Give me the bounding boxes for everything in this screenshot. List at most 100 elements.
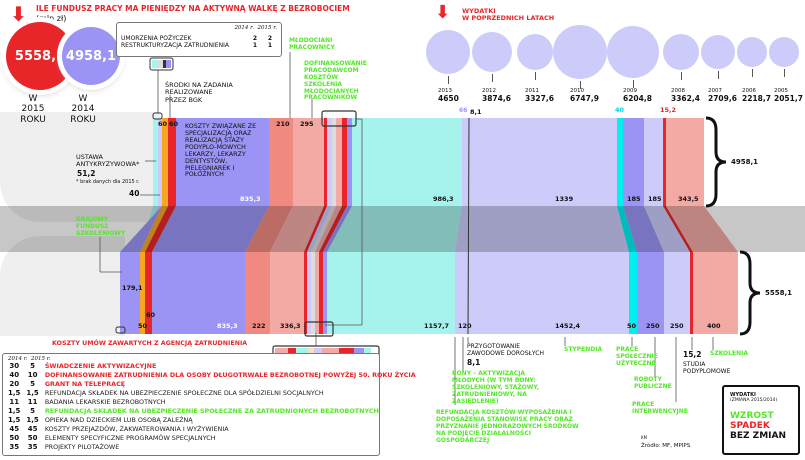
band-top-segment — [663, 118, 666, 206]
year-label: 2008 — [671, 88, 685, 94]
year-value: 6204,8 — [623, 94, 652, 103]
band-top-segment — [462, 118, 469, 206]
value-2014: 30 — [9, 362, 20, 370]
row-label: REFUNDACJA SKŁADEK NA UBEZPIECZENIE SPOŁ… — [44, 389, 324, 397]
year-label: 2012 — [482, 88, 496, 94]
year-circle — [769, 37, 799, 67]
bottom-value-label: 400 — [707, 322, 721, 330]
band-bottom-segment — [145, 252, 152, 334]
brace-icon — [739, 250, 761, 336]
top-value-label: 60 — [169, 120, 179, 128]
top-value-label: 185 — [627, 195, 641, 203]
author: KM — [641, 435, 648, 440]
studia-value: 15,2 — [683, 350, 702, 359]
year-tick — [535, 72, 536, 80]
year-tick — [718, 71, 719, 79]
year-label: 2013 — [438, 88, 452, 94]
value-2014: 1,5 — [8, 389, 21, 397]
agencja-label: KOSZTY UMÓW ZAWARTYCH Z AGENCJĄ ZATRUDNI… — [52, 340, 248, 347]
value-2015: 5 — [30, 362, 36, 370]
szkolenia-label: SZKOLENIA — [710, 350, 748, 357]
band-bottom-segment — [304, 252, 307, 334]
past-arrow-icon: ⬇ — [435, 2, 451, 23]
unit-label: (mln zł) — [36, 14, 67, 23]
bottom-value-label: 1157,7 — [424, 322, 450, 330]
band-top-segment — [293, 118, 320, 206]
legend-bez-zmian: BEZ ZMIAN — [730, 431, 786, 441]
legend-box: WYDATKI (ZMIANA 2015/2014) WZROST SPADEK… — [722, 385, 800, 455]
band-top-segment — [176, 118, 269, 206]
transition-shade — [0, 206, 805, 252]
total-2015-label: W 2015 ROKU — [20, 94, 46, 125]
dofin-label: DOFINANSOWANIE PRACODAWCOM KOSZTÓW SZKOL… — [304, 60, 367, 102]
top-value-label: 210 — [276, 120, 290, 128]
year-circle — [607, 26, 659, 78]
refundacja-label: REFUNDACJA KOSZTÓW WYPOSAŻENIA I DOPOSAŻ… — [436, 409, 579, 444]
band-top-segment — [644, 118, 663, 206]
col-2014: 2014 r. — [234, 25, 254, 31]
legend-title: WYDATKI — [730, 392, 756, 398]
year-tick — [633, 80, 634, 88]
ustawa-value: 51,2 — [77, 169, 96, 178]
band-bottom-segment — [637, 252, 664, 334]
stripe-box-top — [321, 110, 357, 127]
value-2015: 10 — [27, 371, 38, 379]
brace-top-value: 4958,1 — [731, 158, 759, 166]
value-2014: 20 — [9, 380, 20, 388]
year-label: 2007 — [708, 88, 722, 94]
value-2015: 11 — [27, 398, 38, 406]
band-bottom-segment — [455, 252, 468, 334]
row-2014: 2 — [252, 35, 258, 42]
mlodociani-label: MŁODOCIANI PRACOWNICY — [289, 37, 335, 51]
band-top-segment — [332, 118, 336, 206]
band-bottom-segment — [120, 252, 140, 334]
col-2014: 2014 r. — [8, 356, 28, 362]
row-label: BADANIA LEKARSKIE BEZROBOTNYCH — [44, 398, 166, 406]
kfs-label: KRAJOWY FUNDUSZ SZKOLENIOWY — [76, 216, 126, 237]
band-bottom-segment — [468, 252, 629, 334]
year-circle — [701, 35, 735, 69]
prace-spol-label: PRACE SPOŁECZNIE UŻYTECZNE — [616, 346, 658, 367]
przygotowanie-line — [467, 117, 470, 335]
value-2015: 5 — [30, 380, 36, 388]
top-40: 40 — [615, 106, 625, 114]
year-value: 3874,6 — [482, 94, 511, 103]
bottom-value-label: 835,3 — [217, 322, 238, 330]
brace-icon — [705, 116, 727, 208]
row-2015: 1 — [267, 42, 273, 49]
band-bottom-segment — [629, 252, 637, 334]
year-tick — [752, 69, 753, 77]
top-66: 66 — [459, 107, 468, 114]
band-bottom-segment — [690, 252, 693, 334]
bottom-value-label: 120 — [458, 322, 472, 330]
band-bottom-segment — [664, 252, 690, 334]
value-2015: 1,5 — [26, 416, 39, 424]
row-label: RESTRUKTURYZACJA ZATRUDNIENIA — [121, 42, 229, 49]
col-2015: 2015 r. — [31, 356, 51, 362]
ustawa-note: * brak danych dla 2015 r. — [76, 179, 140, 185]
band-top-segment — [666, 118, 704, 206]
roboty-label: ROBOTY PUBLICZNE — [634, 376, 672, 390]
band-bottom-segment — [152, 252, 245, 334]
value-2015: 45 — [27, 425, 38, 433]
bony-label: BONY – AKTYWIZACJA MŁODYCH (W TYM BONY: … — [452, 370, 540, 405]
ustawa-label: USTAWA ANTYKRYZYWOWA* — [76, 153, 140, 169]
gray-background — [0, 112, 160, 222]
marker-box — [152, 112, 163, 120]
band-top-segment — [342, 118, 347, 206]
col-2015: 2015 r. — [257, 25, 277, 31]
bottom-value-label: 60 — [146, 311, 156, 319]
page-title: ILE FUNDUSZ PRACY MA PIENIĘDZY NA AKTYWN… — [36, 4, 350, 13]
band-top-segment — [158, 118, 162, 206]
row-label: UMORZENIA POŻYCZEK — [121, 35, 192, 42]
top-15-2: 15,2 — [660, 106, 677, 114]
value-2014: 40 — [9, 371, 20, 379]
